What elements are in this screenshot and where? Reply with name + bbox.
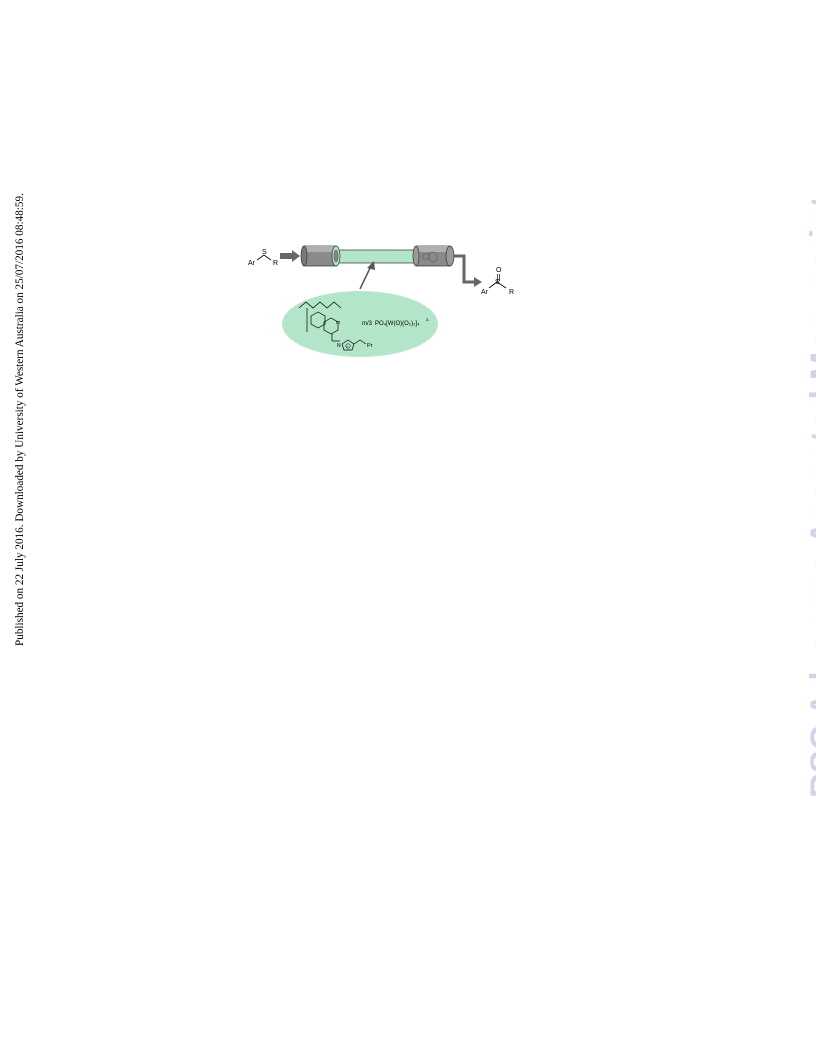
reactor-packed-bed: [333, 249, 421, 264]
catalyst-anion-prefix: m/3: [362, 321, 373, 327]
catalyst-pointer-line: [359, 265, 372, 290]
product-o-label: O: [496, 267, 502, 274]
catalyst-bubble: m N + Pr m/3 PO₄[W(O)(O₂)₂]₄ 3-: [282, 291, 438, 357]
catalyst-pointer-head: [367, 261, 375, 270]
reactant-r-label: R: [273, 260, 278, 267]
reactant-ar-label: Ar: [248, 260, 256, 267]
product-ar-label: Ar: [481, 289, 489, 296]
product-structure: O S Ar R: [481, 267, 514, 296]
outlet-arrow-head: [474, 277, 482, 287]
flow-reactor: [300, 245, 455, 267]
reactor-outlet-cap: [412, 245, 455, 267]
manuscript-watermark: RSC Advances Accepted Manuscript: [804, 195, 816, 798]
graphical-abstract: Ar S R O S Ar: [248, 245, 514, 357]
product-s-label: S: [495, 279, 500, 286]
reactor-inlet-cap: [300, 245, 341, 267]
catalyst-anion-formula: PO₄[W(O)(O₂)₂]₄: [375, 321, 420, 327]
download-notice: Published on 22 July 2016. Downloaded by…: [14, 193, 26, 646]
catalyst-charge-label: +: [346, 344, 349, 349]
reactant-structure: Ar S R: [248, 249, 278, 267]
feed-arrow: [280, 250, 300, 262]
reactant-s-label: S: [262, 249, 267, 256]
catalyst-anion-charge: 3-: [426, 317, 430, 322]
outlet-arrow-line: [454, 254, 476, 284]
product-r-label: R: [509, 289, 514, 296]
catalyst-n-label: N: [337, 343, 341, 349]
catalyst-alkyl-label: Pr: [367, 343, 373, 349]
